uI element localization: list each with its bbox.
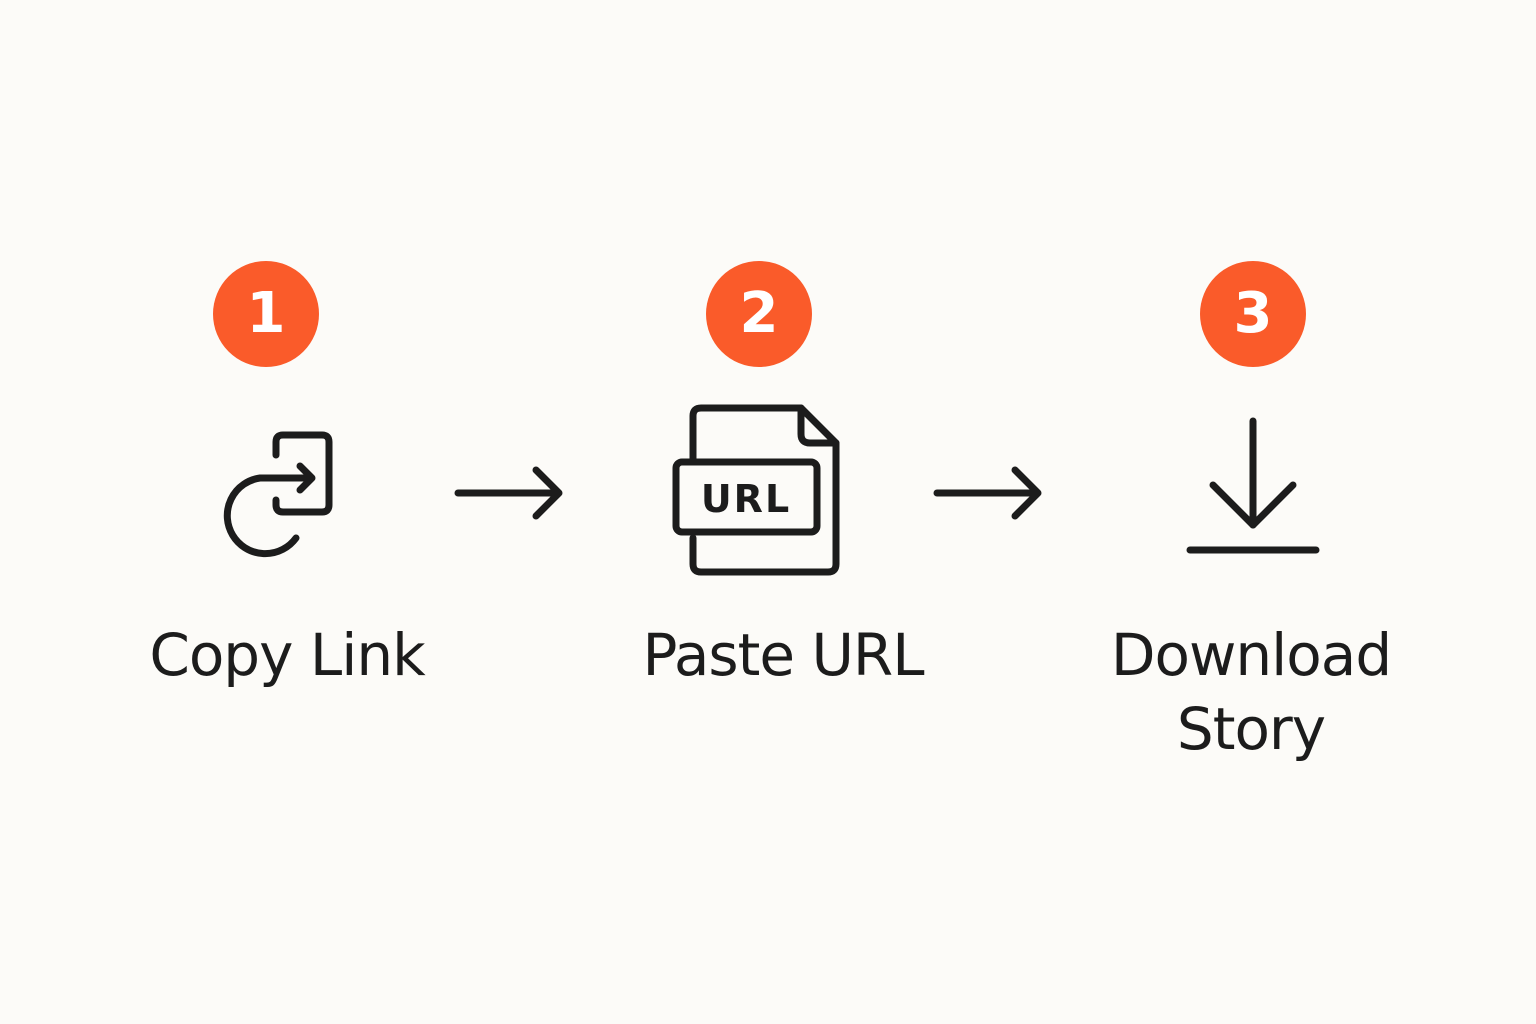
- step-3-label-line-1: Download: [1110, 621, 1392, 689]
- url-text: URL: [701, 477, 791, 521]
- arrow-right-icon: [933, 466, 1042, 520]
- download-icon: [1186, 417, 1320, 554]
- url-document-icon: URL: [672, 404, 840, 576]
- step-3-badge: 3: [1200, 261, 1306, 367]
- step-1-badge: 1: [213, 261, 319, 367]
- step-2-badge: 2: [706, 261, 812, 367]
- step-3-label-line-2: Story: [1176, 695, 1326, 763]
- step-2-label: Paste URL: [642, 621, 924, 689]
- step-1-label: Copy Link: [149, 621, 425, 689]
- arrow-right-icon: [454, 466, 563, 520]
- copy-link-icon: [223, 431, 333, 558]
